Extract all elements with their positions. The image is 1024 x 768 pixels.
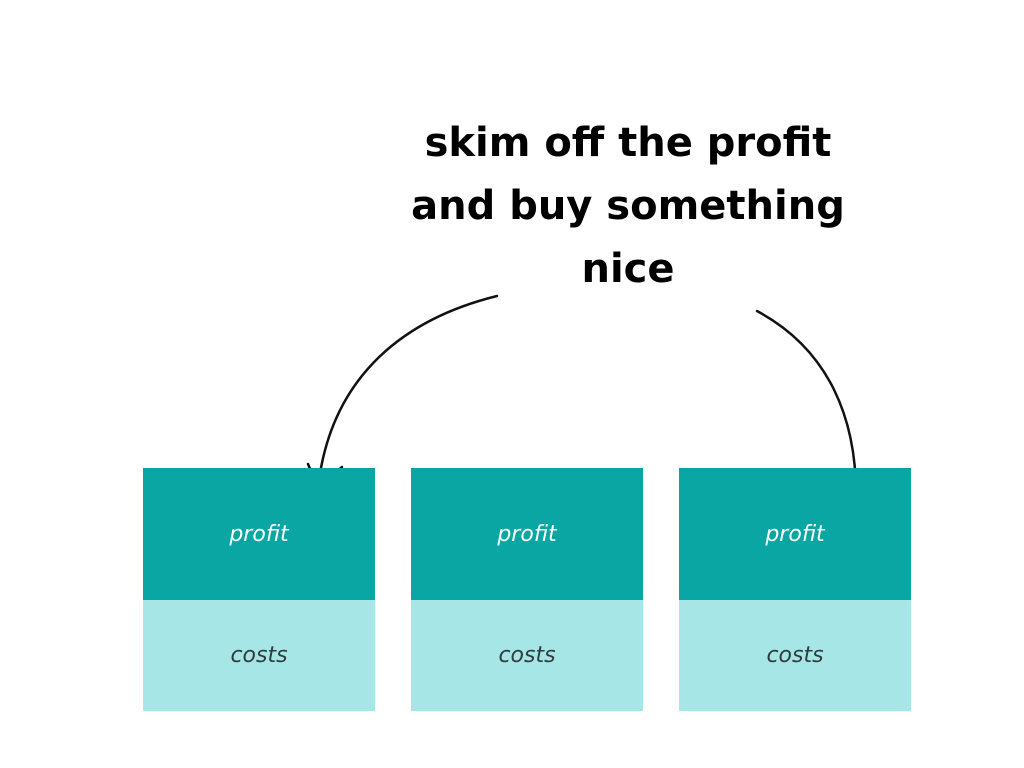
costs-label: costs <box>498 643 556 668</box>
block-1: profit costs <box>143 468 375 711</box>
costs-segment: costs <box>679 600 911 711</box>
headline-line-3: nice <box>581 246 675 292</box>
headline: skim off the profit and buy something ni… <box>378 112 878 301</box>
profit-segment: profit <box>411 468 643 600</box>
block-2: profit costs <box>411 468 643 711</box>
block-3: profit costs <box>679 468 911 711</box>
profit-segment: profit <box>679 468 911 600</box>
profit-label: profit <box>765 521 825 547</box>
costs-label: costs <box>766 643 824 668</box>
headline-line-2: and buy something <box>411 183 845 229</box>
profit-label: profit <box>229 521 289 547</box>
costs-segment: costs <box>411 600 643 711</box>
right-arrow <box>755 309 871 496</box>
profit-label: profit <box>497 521 557 547</box>
headline-line-1: skim off the profit <box>424 120 832 166</box>
right-arrow-shaft <box>755 309 858 496</box>
left-arrow-shaft <box>316 294 499 490</box>
costs-label: costs <box>230 643 288 668</box>
profit-segment: profit <box>143 468 375 600</box>
left-arrow <box>306 294 499 490</box>
costs-segment: costs <box>143 600 375 711</box>
